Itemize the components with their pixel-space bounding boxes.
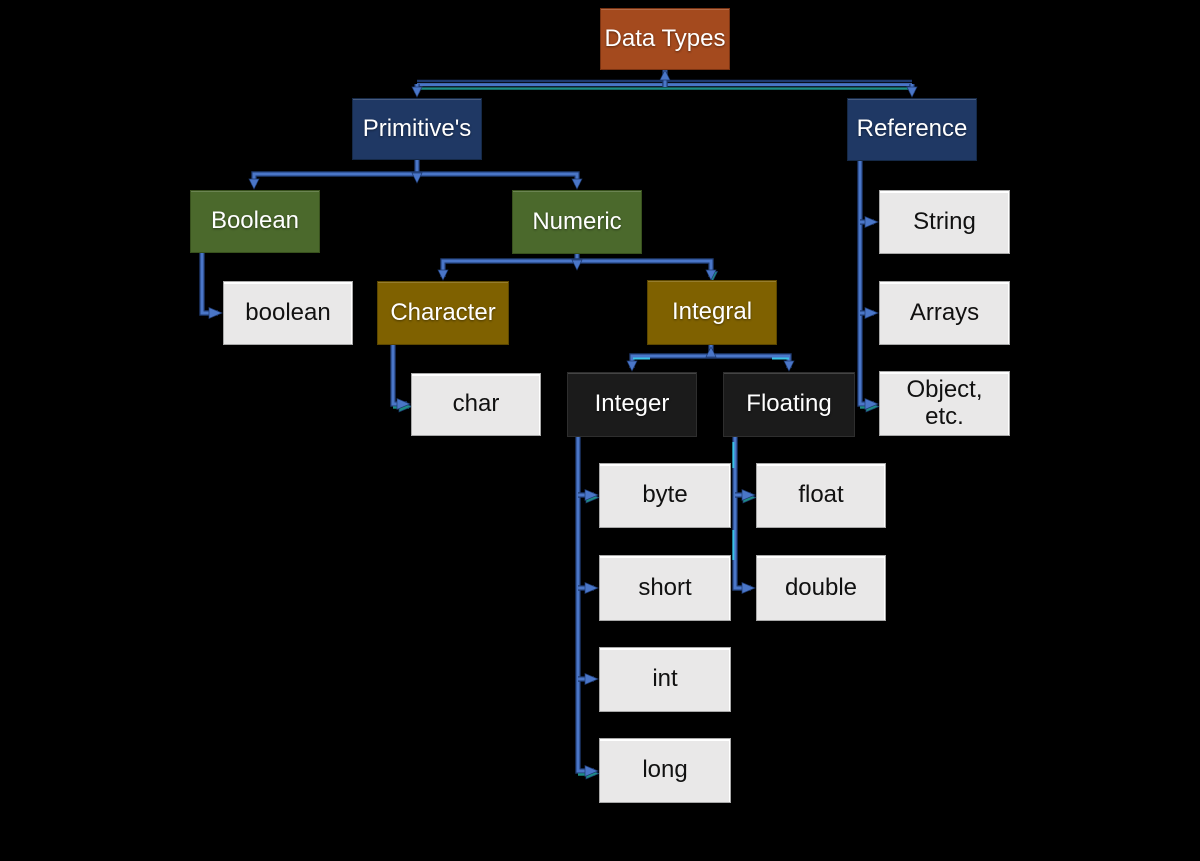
- node-label: Data Types: [604, 24, 726, 52]
- node-string: String: [879, 190, 1010, 254]
- node-numeric: Numeric: [512, 190, 642, 254]
- connector-arrowhead: [584, 672, 599, 686]
- node-label: byte: [642, 481, 688, 509]
- connector-arrowhead: [864, 397, 879, 411]
- node-char: char: [411, 373, 541, 436]
- connector-arrowhead: [864, 215, 879, 229]
- node-long: long: [599, 738, 731, 803]
- connector-arrowhead: [659, 69, 671, 81]
- node-label: Character: [390, 298, 496, 326]
- node-label: String: [913, 207, 976, 235]
- node-character: Character: [377, 281, 509, 345]
- node-arrays: Arrays: [879, 281, 1010, 345]
- connector-arrowhead: [705, 346, 717, 358]
- node-int: int: [599, 647, 731, 712]
- connector-arrowhead: [208, 306, 223, 320]
- node-float: float: [756, 463, 886, 528]
- node-label: float: [798, 481, 844, 509]
- node-label: short: [638, 573, 692, 601]
- node-label: int: [652, 665, 678, 693]
- node-label: Primitive's: [362, 114, 472, 142]
- node-label: Numeric: [532, 207, 622, 235]
- connector-arrowhead: [626, 360, 638, 372]
- connector-arrowhead: [584, 581, 599, 595]
- node-label: Reference: [856, 115, 968, 143]
- connector-arrowhead: [248, 178, 260, 190]
- node-label: char: [452, 390, 500, 418]
- connector-arrowhead: [741, 488, 756, 502]
- node-label: boolean: [245, 298, 331, 326]
- node-reference: Reference: [847, 98, 977, 161]
- connector-line: [575, 437, 594, 774]
- connector-arrowhead: [571, 259, 583, 271]
- connector-arrowhead: [571, 178, 583, 190]
- connector-arrowhead: [437, 269, 449, 281]
- node-double: double: [756, 555, 886, 621]
- node-floating: Floating: [723, 372, 855, 437]
- node-boolean: boolean: [223, 281, 353, 345]
- connector-line: [629, 353, 792, 368]
- node-primitives: Primitive's: [352, 98, 482, 160]
- node-byte: byte: [599, 463, 731, 528]
- node-object-etc: Object, etc.: [879, 371, 1010, 436]
- connector-arrowhead: [864, 306, 879, 320]
- node-label: Floating: [746, 390, 832, 418]
- connector-line: [732, 437, 751, 591]
- connector-arrowhead: [396, 397, 411, 411]
- connector-arrowhead: [783, 360, 795, 372]
- connector-arrowhead: [906, 86, 918, 98]
- connector-arrowhead: [705, 269, 717, 281]
- node-integer: Integer: [567, 372, 697, 437]
- node-label: long: [642, 756, 688, 784]
- node-label: Integral: [671, 298, 753, 326]
- node-label: double: [784, 573, 858, 601]
- connector-arrowhead: [411, 86, 423, 98]
- node-label: Arrays: [909, 298, 980, 326]
- connector-line: [390, 345, 407, 407]
- connector-line: [857, 161, 874, 407]
- node-boolean-cat: Boolean: [190, 190, 320, 253]
- node-short: short: [599, 555, 731, 621]
- connector-arrowhead: [411, 172, 423, 184]
- connector-line: [199, 253, 218, 316]
- node-integral: Integral: [647, 280, 777, 345]
- node-label: Boolean: [210, 207, 300, 235]
- connector-arrowhead: [741, 581, 756, 595]
- connector-arrowhead: [584, 764, 599, 778]
- node-data-types: Data Types: [600, 8, 730, 70]
- node-label: Object, etc.: [906, 375, 983, 430]
- node-label: Integer: [594, 390, 670, 418]
- connector-arrowhead: [584, 488, 599, 502]
